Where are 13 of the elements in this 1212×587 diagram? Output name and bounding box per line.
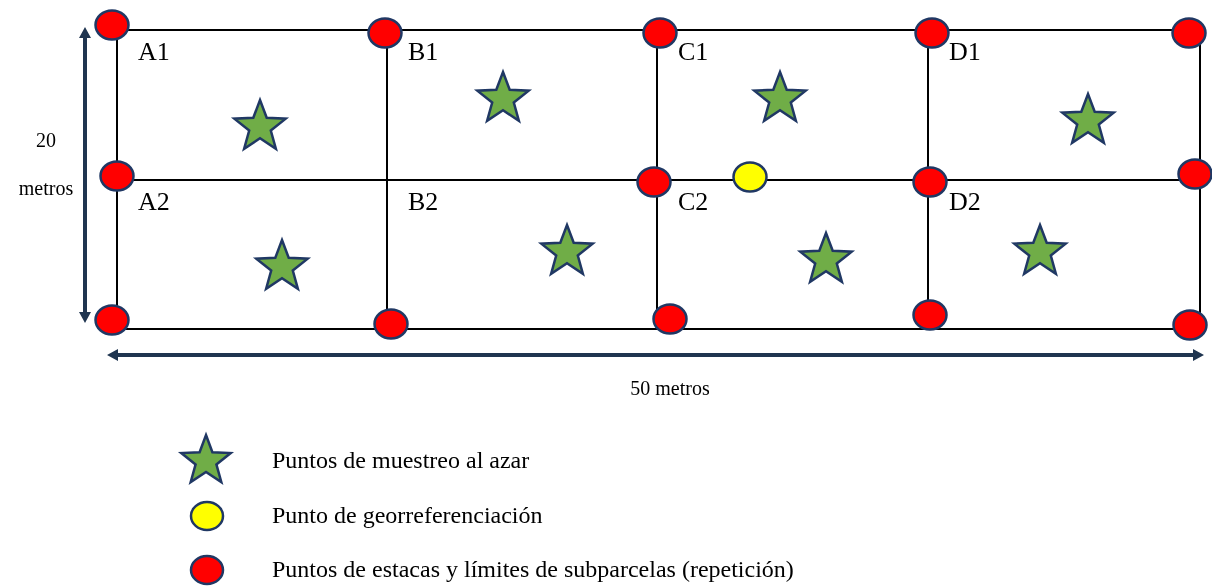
legend-text: Puntos de estacas y límites de subparcelas (repetición) [272,557,794,581]
subplot-label: D1 [949,39,981,65]
subplot-label: C2 [678,189,709,215]
subplot-label: B1 [408,39,439,65]
legend-text: Punto de georreferenciación [272,503,543,527]
subplot-label: A2 [138,189,170,215]
legend-text: Puntos de muestreo al azar [272,448,530,472]
dimension-label: 20 metros [17,128,75,201]
subplot-label: B2 [408,189,439,215]
subplot-label: A1 [138,39,170,65]
dimension-label: 50 metros [629,376,711,401]
subplot-label: D2 [949,189,981,215]
subplot-label: C1 [678,39,709,65]
